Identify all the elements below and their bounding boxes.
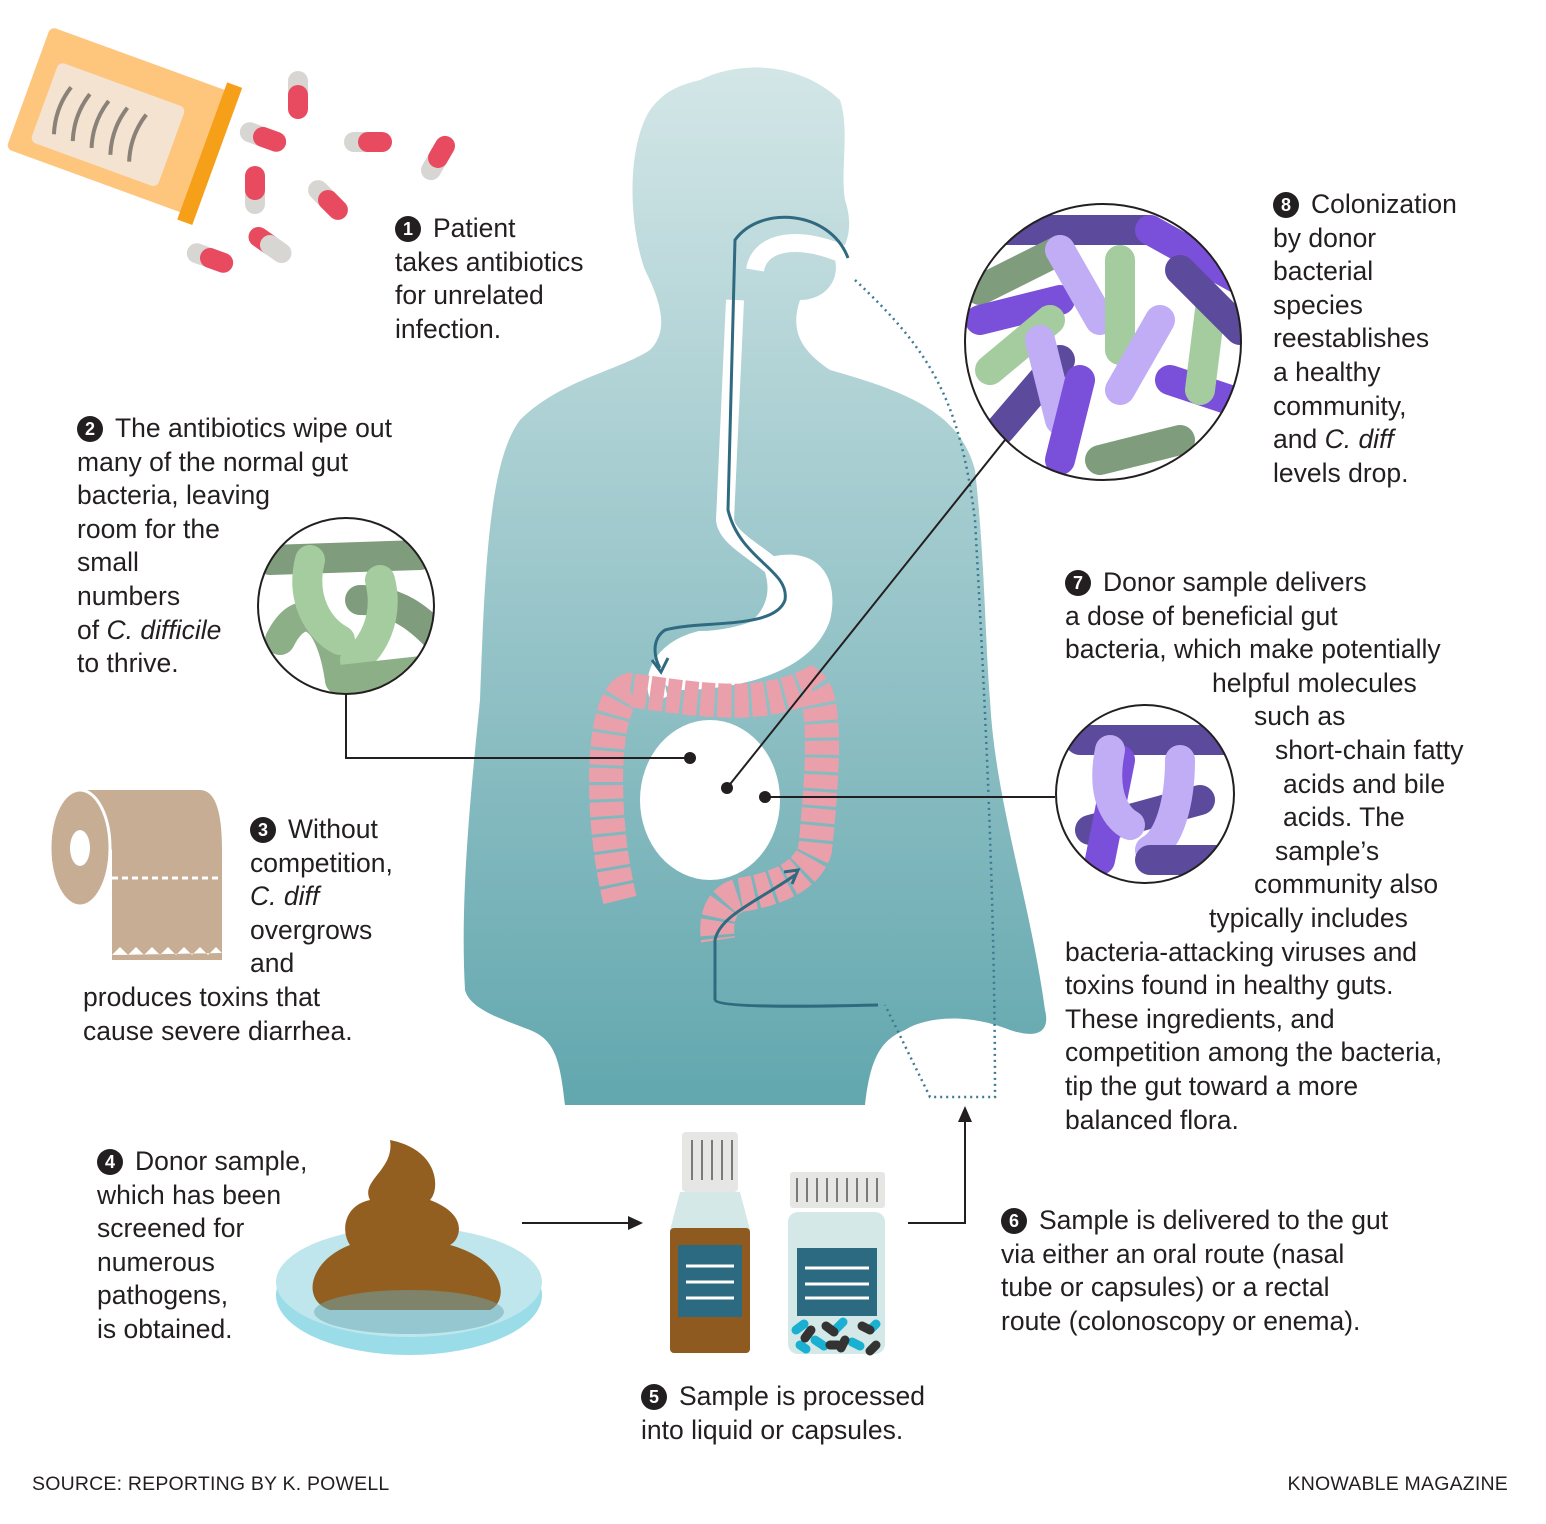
step-6-text: 6 Sample is delivered to the gut via eith… (1001, 1204, 1388, 1338)
text-line: helpful molecules (1212, 667, 1417, 698)
text-line: a dose of beneficial gut (1065, 600, 1338, 631)
text-line: acids and bile (1283, 768, 1446, 799)
tube-route-rectal (713, 873, 796, 1000)
toilet-paper-icon (48, 788, 222, 960)
donor-sample-dish (276, 1140, 542, 1355)
text-line: Sample is processed (679, 1381, 925, 1411)
text-line: into liquid or capsules. (641, 1414, 904, 1445)
dotted-delivery-route (854, 279, 997, 1099)
text-line: typically includes (1209, 902, 1408, 933)
text-line: screened for (97, 1213, 245, 1244)
text-line: balanced flora. (1065, 1104, 1239, 1135)
text-line: species (1273, 289, 1363, 320)
text-line: for unrelated (395, 280, 544, 311)
text-line: tube or capsules) or a rectal (1001, 1272, 1330, 1303)
text-line: bacterial (1273, 256, 1374, 287)
species-name: C. difficile (106, 614, 222, 645)
step-number-badge: 3 (250, 817, 276, 843)
text-line: a healthy (1273, 356, 1381, 387)
text-line: and (1273, 424, 1325, 455)
step-number-badge: 4 (97, 1149, 123, 1175)
text-line: produces toxins that (83, 981, 321, 1012)
text-line: overgrows (250, 914, 373, 945)
step-5-text: 5 Sample is processed into liquid or caps… (641, 1380, 925, 1447)
stomach (662, 554, 833, 690)
text-line: competition, (250, 847, 393, 878)
text-line: via either an oral route (nasal (1001, 1238, 1345, 1269)
species-name: C. diff (250, 881, 320, 912)
species-name: C. diff (1324, 424, 1394, 455)
text-line: route (colonoscopy or enema). (1001, 1305, 1361, 1336)
bacteria-magnified-donor-colonization (965, 204, 1241, 480)
step-2-text: 2 The antibiotics wipe out many of the no… (77, 412, 392, 681)
text-line: numbers (77, 580, 181, 611)
text-line: to thrive. (77, 648, 179, 679)
text-line: infection. (395, 313, 502, 344)
antibiotic-pill-bottle (7, 28, 243, 226)
step-number-badge: 2 (77, 416, 103, 442)
text-line: community also (1254, 869, 1439, 900)
text-line: reestablishes (1273, 323, 1430, 354)
text-line: is obtained. (97, 1313, 233, 1344)
step-number-badge: 8 (1273, 192, 1299, 218)
text-line: cause severe diarrhea. (83, 1015, 353, 1046)
text-line: bacteria-attacking viruses and (1065, 936, 1418, 967)
text-line: and (250, 948, 295, 979)
text-line: small (77, 547, 139, 578)
text-line: takes antibiotics (395, 246, 584, 277)
step-number-badge: 1 (395, 216, 421, 242)
tube-route-oral (653, 215, 850, 669)
text-line: Without (288, 814, 378, 844)
text-line: competition among the bacteria, (1065, 1037, 1443, 1068)
step-number-badge: 7 (1065, 570, 1091, 596)
colon (589, 665, 839, 943)
text-line: acids. The (1283, 802, 1405, 833)
source-credit: SOURCE: REPORTING BY K. POWELL (32, 1473, 390, 1495)
publisher-credit: KNOWABLE MAGAZINE (1287, 1473, 1508, 1495)
text-line: Sample is delivered to the gut (1039, 1205, 1389, 1235)
text-line: community, (1273, 390, 1407, 421)
text-line: levels drop. (1273, 457, 1409, 488)
step-4-text: 4 Donor sample, which has been screened f… (97, 1145, 307, 1347)
step-number-badge: 5 (641, 1384, 667, 1410)
liquid-sample-bottle (670, 1132, 750, 1353)
text-line: bacteria, leaving (77, 480, 270, 511)
text-line: room for the (77, 513, 220, 544)
text-line: bacteria, which make potentially (1065, 634, 1441, 665)
capsule-sample-bottle (788, 1172, 885, 1356)
text-line: Donor sample, (135, 1146, 308, 1176)
text-line: tip the gut toward a more (1065, 1070, 1359, 1101)
text-line: many of the normal gut (77, 446, 349, 477)
text-line: numerous (97, 1246, 215, 1277)
text-line: which has been (97, 1179, 282, 1210)
step-number-badge: 6 (1001, 1208, 1027, 1234)
pills (186, 71, 455, 273)
text-line: The antibiotics wipe out (115, 413, 392, 443)
small-intestine (640, 720, 780, 880)
text-line: pathogens, (97, 1280, 229, 1311)
text-line: Colonization (1311, 189, 1457, 219)
text-line: of (77, 614, 107, 645)
callout-lines (345, 439, 1055, 1224)
text-line: short-chain fatty (1275, 734, 1464, 765)
text-line: by donor (1273, 222, 1377, 253)
step-8-text: 8 Colonization by donor bacterial species… (1273, 188, 1457, 490)
text-line: These ingredients, and (1065, 1003, 1335, 1034)
text-line: Patient (433, 213, 516, 243)
text-line: such as (1254, 701, 1346, 732)
step-1-text: 1 Patient takes antibiotics for unrelated… (395, 212, 584, 346)
step-7-text: 7 Donor sample delivers a dose of benefic… (1065, 566, 1464, 1137)
text-line: Donor sample delivers (1103, 567, 1367, 597)
text-line: toxins found in healthy guts. (1065, 970, 1394, 1001)
text-line: sample’s (1275, 835, 1380, 866)
